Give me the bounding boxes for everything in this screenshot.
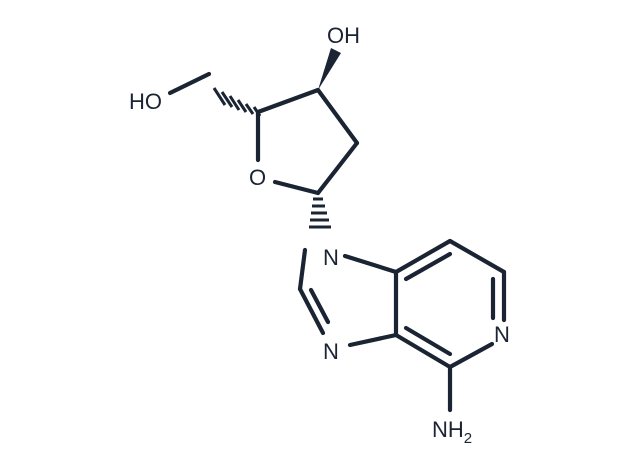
- bond-c7a-n1: [342, 253, 399, 275]
- bond-c2-n3: [297, 286, 326, 336]
- bond-n5-c4: [447, 341, 495, 370]
- label-n-pyridine: N: [494, 322, 510, 347]
- bond-c4-c3: [255, 87, 321, 115]
- label-n3: N: [323, 339, 339, 364]
- hashed-bond-c1-n1: [309, 197, 331, 229]
- bond-c7-c6: [447, 238, 507, 275]
- label-nh2: NH2: [432, 417, 472, 447]
- bond-c2-c1: [315, 140, 360, 196]
- label-ring-oxygen: O: [249, 165, 266, 190]
- label-oh-top: OH: [327, 23, 360, 48]
- label-nh2-subscript: 2: [464, 430, 472, 447]
- bond-c7a-c7-double: [403, 251, 453, 282]
- bond-c3-c2: [315, 87, 360, 146]
- hashed-bond-c4-c5: [212, 87, 262, 117]
- label-n1: N: [323, 245, 339, 270]
- wedge-bond-c3-oh: [318, 48, 341, 90]
- bond-n1-c2: [297, 247, 308, 292]
- bond-n3-c3a: [347, 332, 399, 348]
- bond-c4-c3a-double: [403, 325, 453, 357]
- label-ho-left: HO: [129, 89, 162, 114]
- bond-c5-ho: [167, 71, 212, 96]
- bond-c2-n3-double: [308, 287, 331, 325]
- bond-c7a-c7: [393, 238, 453, 275]
- bond-c4-c3a: [393, 332, 453, 370]
- bond-c1-o: [272, 179, 321, 196]
- label-nh2-main: NH: [432, 417, 464, 442]
